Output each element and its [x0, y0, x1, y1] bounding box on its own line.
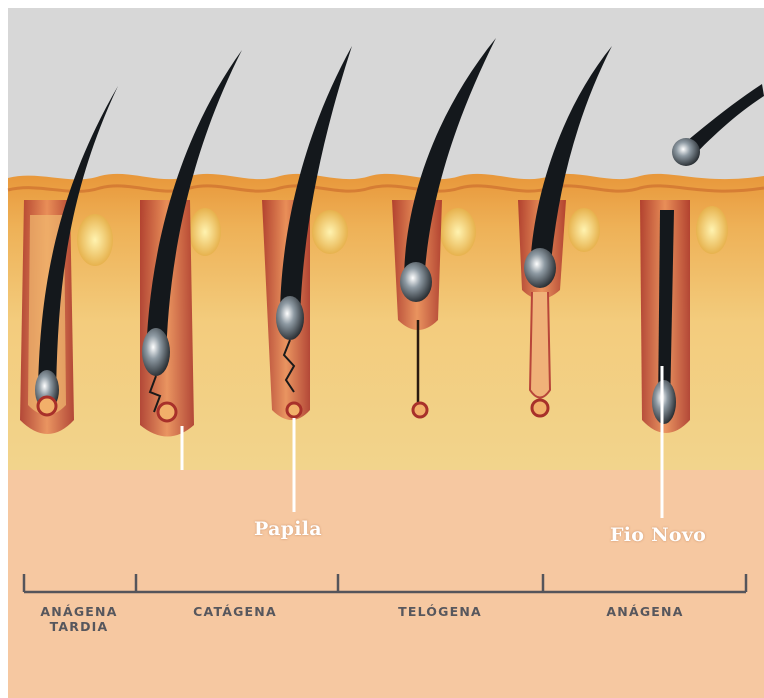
hair-bulb [142, 328, 170, 376]
shed-hair-bulb [672, 138, 700, 166]
hair-bulb [652, 380, 676, 424]
phase-anagena: ANÁGENA [580, 604, 710, 619]
phase-catagena: CATÁGENA [160, 604, 310, 619]
subcutis-background [8, 470, 764, 698]
phase-anagena-tardia-line2: TARDIA [22, 619, 136, 634]
papilla [532, 400, 548, 416]
hair-bulb [524, 248, 556, 288]
papilla [413, 403, 427, 417]
papilla [38, 397, 56, 415]
hair-bulb [400, 262, 432, 302]
papilla [287, 403, 301, 417]
phase-anagena-tardia-line1: ANÁGENA [22, 604, 136, 619]
fio-novo-label: Fio Novo [610, 524, 706, 546]
hair-bulb [276, 296, 304, 340]
papila-label: Papila [254, 518, 322, 540]
papilla [158, 403, 176, 421]
phase-anagena-tardia: ANÁGENA TARDIA [22, 604, 136, 634]
phase-telogena: TELÓGENA [370, 604, 510, 619]
air-background [8, 8, 764, 190]
